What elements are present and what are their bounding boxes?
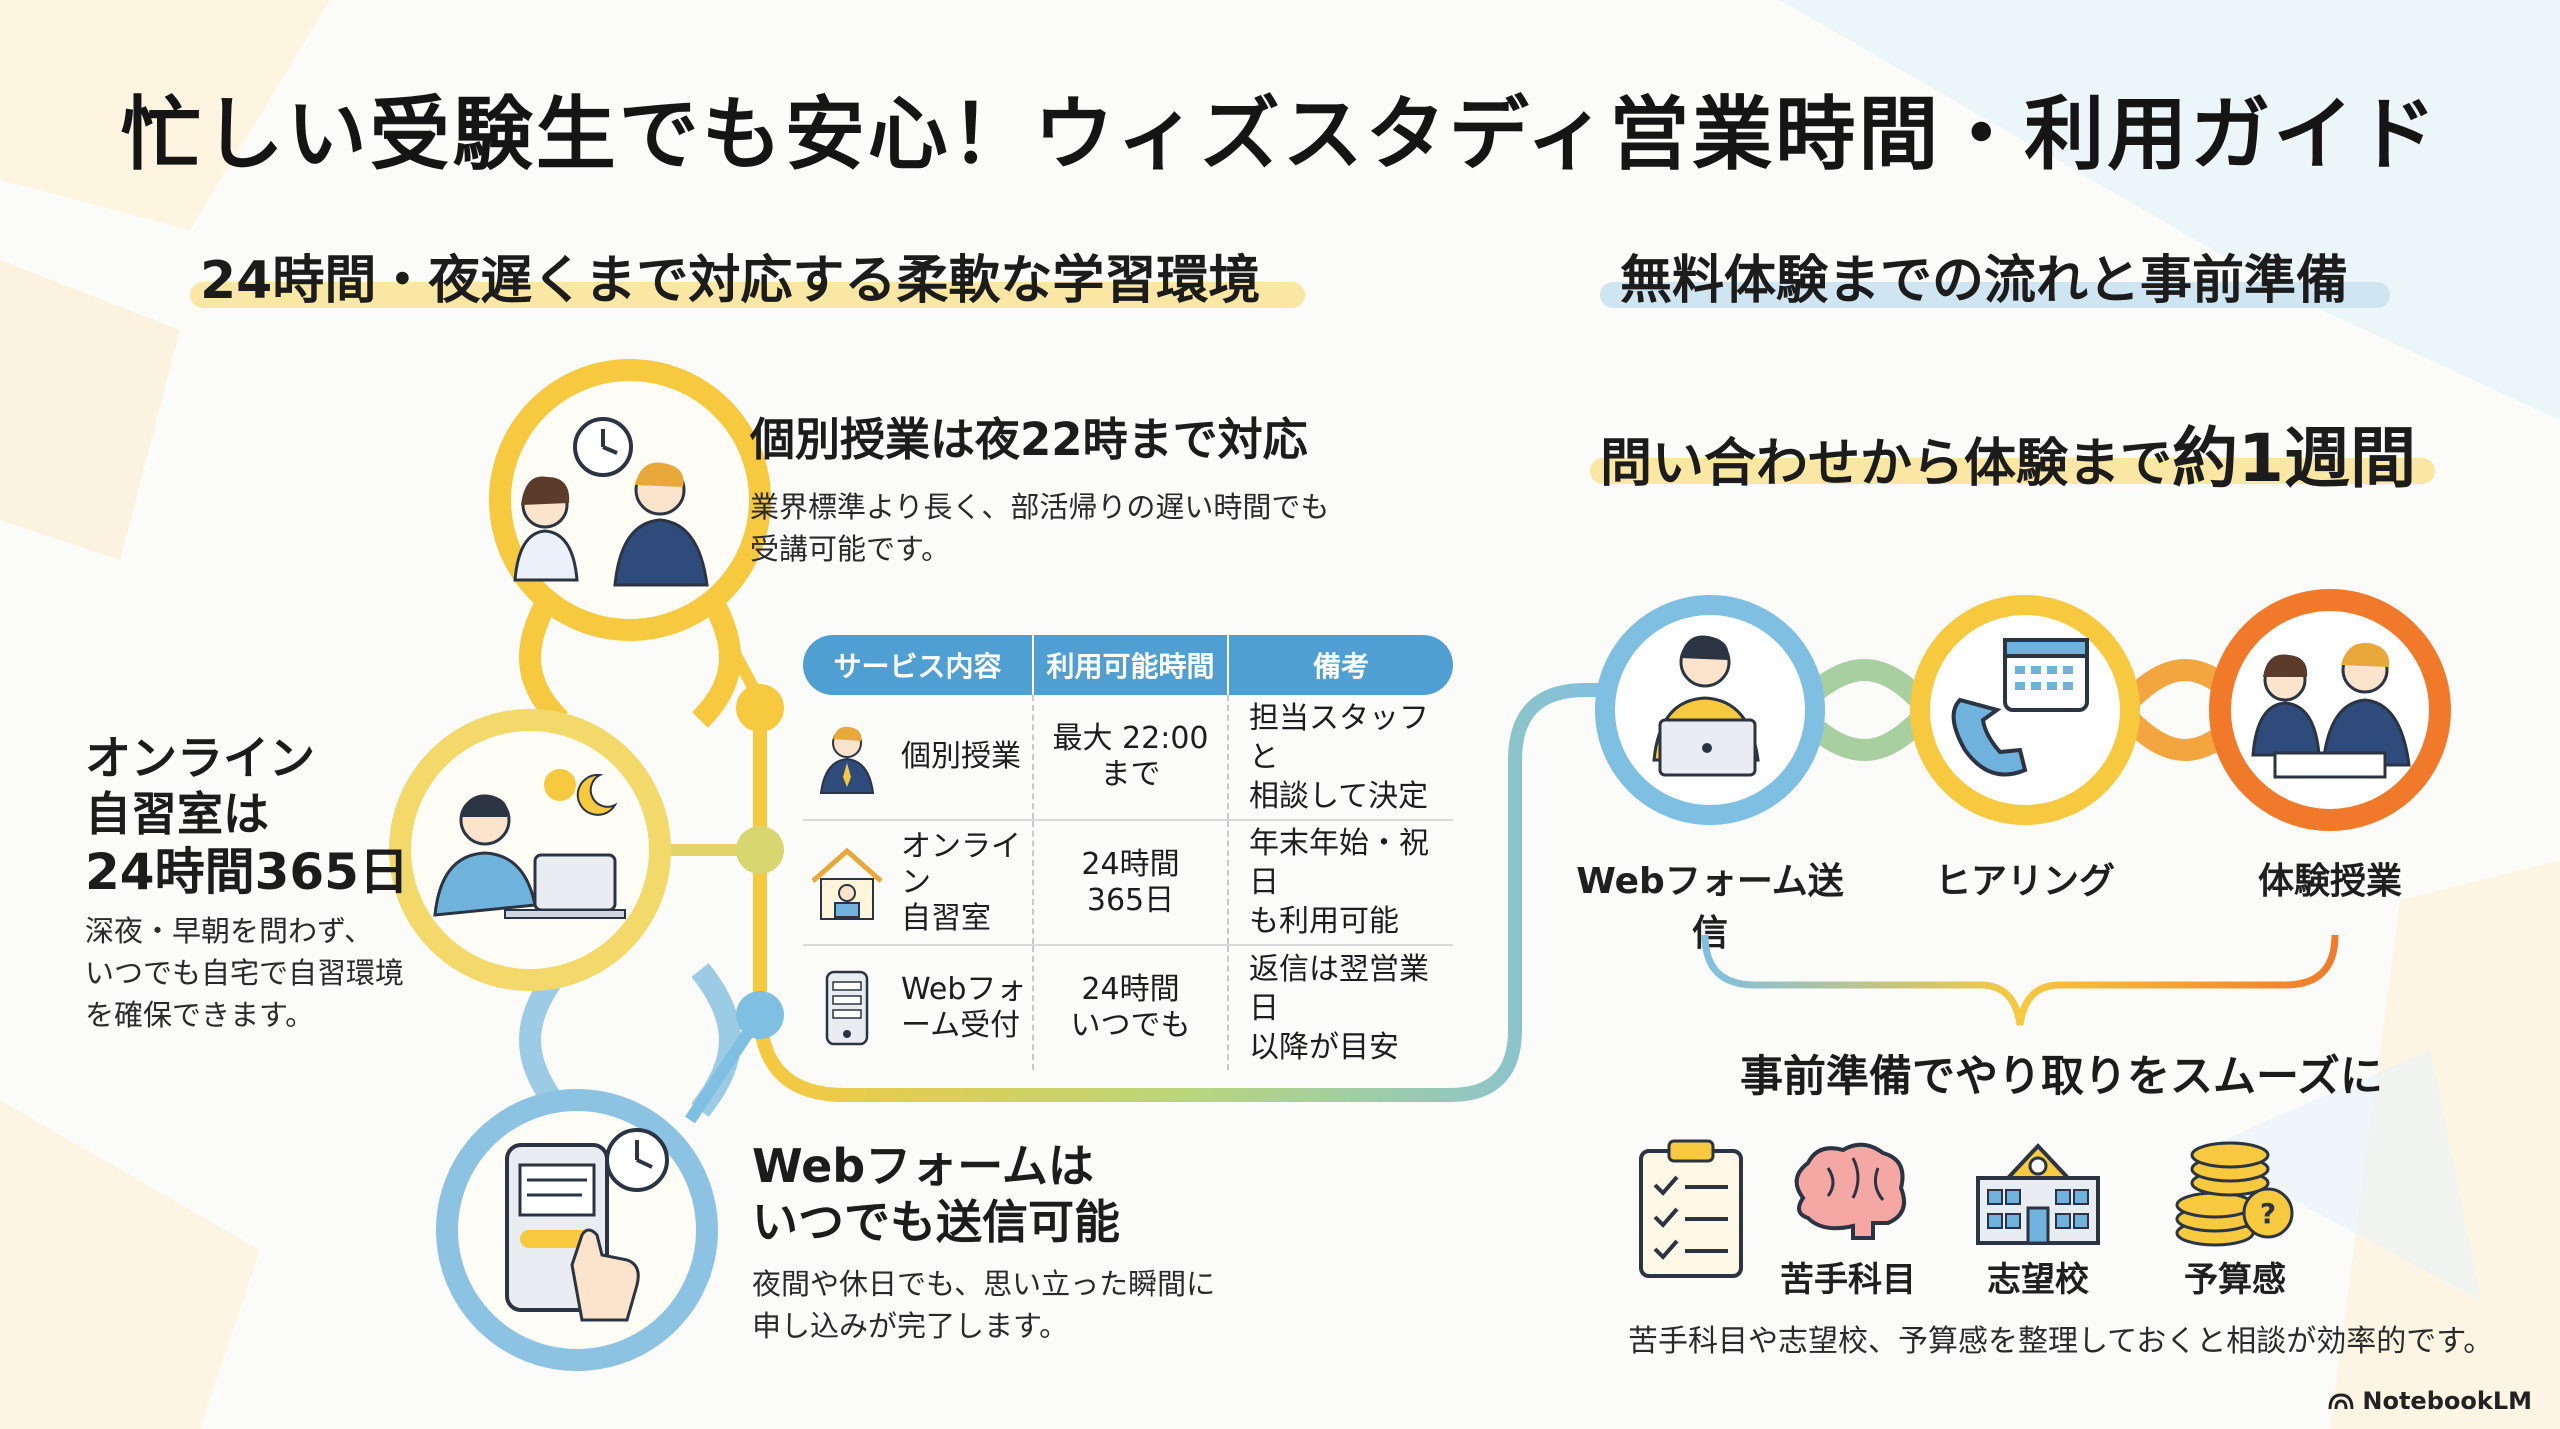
web-form-body: 夜間や休日でも、思い立った瞬間に 申し込みが完了します。 — [752, 1267, 1216, 1344]
service-note: 返信は翌営業日 以降が目安 — [1227, 945, 1453, 1070]
private-lesson-body: 業界標準より長く、部活帰りの遅い時間でも 受講可能です。 — [750, 490, 1330, 567]
web-form-circle — [436, 1089, 718, 1371]
table-header-service: サービス内容 — [803, 635, 1033, 695]
service-hours-table: サービス内容 利用可能時間 備考 個別授業 — [803, 635, 1453, 1070]
left-title-highlight — [190, 282, 1305, 308]
private-lesson-heading: 個別授業は夜22時まで対応 — [750, 413, 1308, 466]
prep-label: 苦手科目 — [1780, 1260, 1916, 1300]
table-row: オンライン 自習室 24時間 365日 年末年始・祝日 も利用可能 — [803, 820, 1453, 946]
service-time: 最大 22:00 まで — [1032, 695, 1228, 821]
step-trial-lesson-circle — [2209, 589, 2451, 831]
table-header-time: 利用可能時間 — [1032, 635, 1228, 695]
service-time: 24時間 365日 — [1032, 820, 1228, 946]
table-row: 個別授業 最大 22:00 まで 担当スタッフと 相談して決定 — [803, 695, 1453, 821]
smartphone-form-icon — [825, 970, 869, 1046]
left-section-title: 24時間・夜遅くまで対応する柔軟な学習環境 — [200, 251, 1261, 311]
school-icon — [1976, 1143, 2100, 1245]
coins-budget-icon: ? — [2175, 1141, 2294, 1247]
online-room-body: 深夜・早朝を問わず、 いつでも自宅で自習環境 を確保できます。 — [85, 914, 405, 1033]
service-note: 担当スタッフと 相談して決定 — [1227, 695, 1453, 821]
step-label: ヒアリング — [1934, 861, 2115, 902]
online-room-circle — [389, 709, 671, 991]
step-label: 体験授業 — [2257, 861, 2402, 902]
steps-brace — [1701, 934, 2339, 1026]
table-row: Webフォ ーム受付 24時間 いつでも 返信は翌営業日 以降が目安 — [803, 945, 1453, 1070]
right-section-title: 無料体験までの流れと事前準備 — [1620, 251, 2349, 311]
web-form-heading: Webフォームは いつでも送信可能 — [752, 1139, 1120, 1250]
step-web-form-circle — [1595, 595, 1825, 825]
private-lesson-circle — [489, 359, 771, 641]
page-title: 忙しい受験生でも安心！ウィズスタディ営業時間・利用ガイド — [120, 88, 2440, 181]
service-name: 個別授業 — [901, 739, 1021, 774]
step-hearing-circle — [1910, 595, 2140, 825]
svg-text:?: ? — [2260, 1197, 2276, 1230]
subtitle-highlight — [1590, 458, 2435, 484]
prep-label: 志望校 — [1987, 1260, 2089, 1300]
service-name: Webフォ ーム受付 — [901, 972, 1027, 1043]
service-name: オンライン 自習室 — [901, 828, 1021, 936]
brand-label: NotebookLM — [2328, 1387, 2532, 1415]
notebooklm-logo-icon — [2328, 1393, 2354, 1410]
prep-label: 予算感 — [2184, 1260, 2286, 1300]
prep-note: 苦手科目や志望校、予算感を整理しておくと相談が効率的です。 — [1628, 1324, 2494, 1359]
service-time: 24時間 いつでも — [1032, 945, 1228, 1070]
flow-duration-subtitle: 問い合わせから体験まで約1週間 — [1600, 420, 2416, 497]
step-label: Webフォーム送信 — [1576, 861, 1844, 954]
checklist-icon — [1639, 1139, 1743, 1278]
right-title-highlight — [1600, 282, 2390, 308]
table-header-note: 備考 — [1227, 635, 1453, 695]
teacher-icon — [819, 726, 875, 794]
brain-icon — [1794, 1142, 1906, 1240]
service-note: 年末年始・祝日 も利用可能 — [1227, 820, 1453, 946]
table-header-row: サービス内容 利用可能時間 備考 — [803, 635, 1453, 695]
prep-heading: 事前準備でやり取りをスムーズに — [1740, 1052, 2383, 1102]
online-room-heading: オンライン 自習室は 24時間365日 — [85, 731, 409, 902]
home-study-icon — [811, 847, 883, 920]
